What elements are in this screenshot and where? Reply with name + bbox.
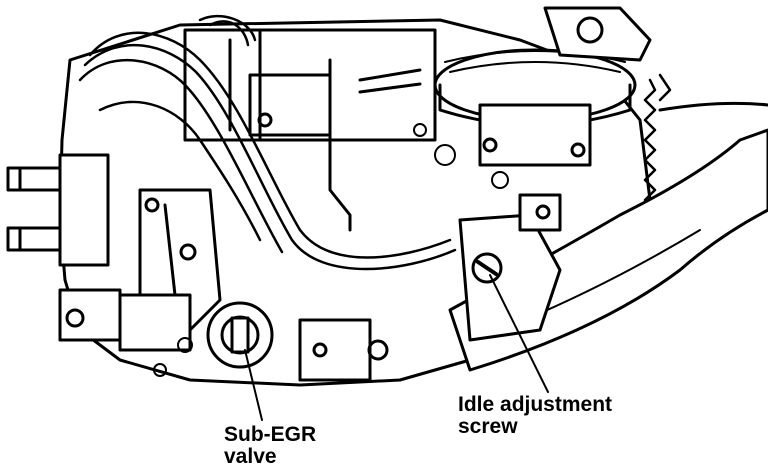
sub-egr-valve-label: Sub-EGR valve — [224, 424, 316, 468]
mounting-bracket — [298, 318, 389, 382]
idle-screw-leader-line — [489, 274, 549, 393]
throttle-linkage — [118, 188, 222, 352]
left-fittings — [6, 153, 122, 342]
sub-egr-label-line1: Sub-EGR — [224, 423, 317, 446]
sub-egr-label-line2: valve — [224, 445, 277, 468]
wiring-harness — [78, 14, 457, 271]
sub-egr-leader-line — [244, 349, 263, 421]
idle-label-line1: Idle adjustment — [458, 393, 613, 416]
diaphragm-housing — [433, 6, 652, 167]
idle-adjustment-screw — [458, 193, 562, 342]
idle-adjustment-screw-label: Idle adjustment screw — [458, 394, 612, 438]
sub-egr-valve — [206, 301, 274, 369]
bolt-heads — [153, 123, 509, 377]
air-horn — [183, 28, 437, 232]
idle-label-line2: screw — [458, 415, 518, 438]
